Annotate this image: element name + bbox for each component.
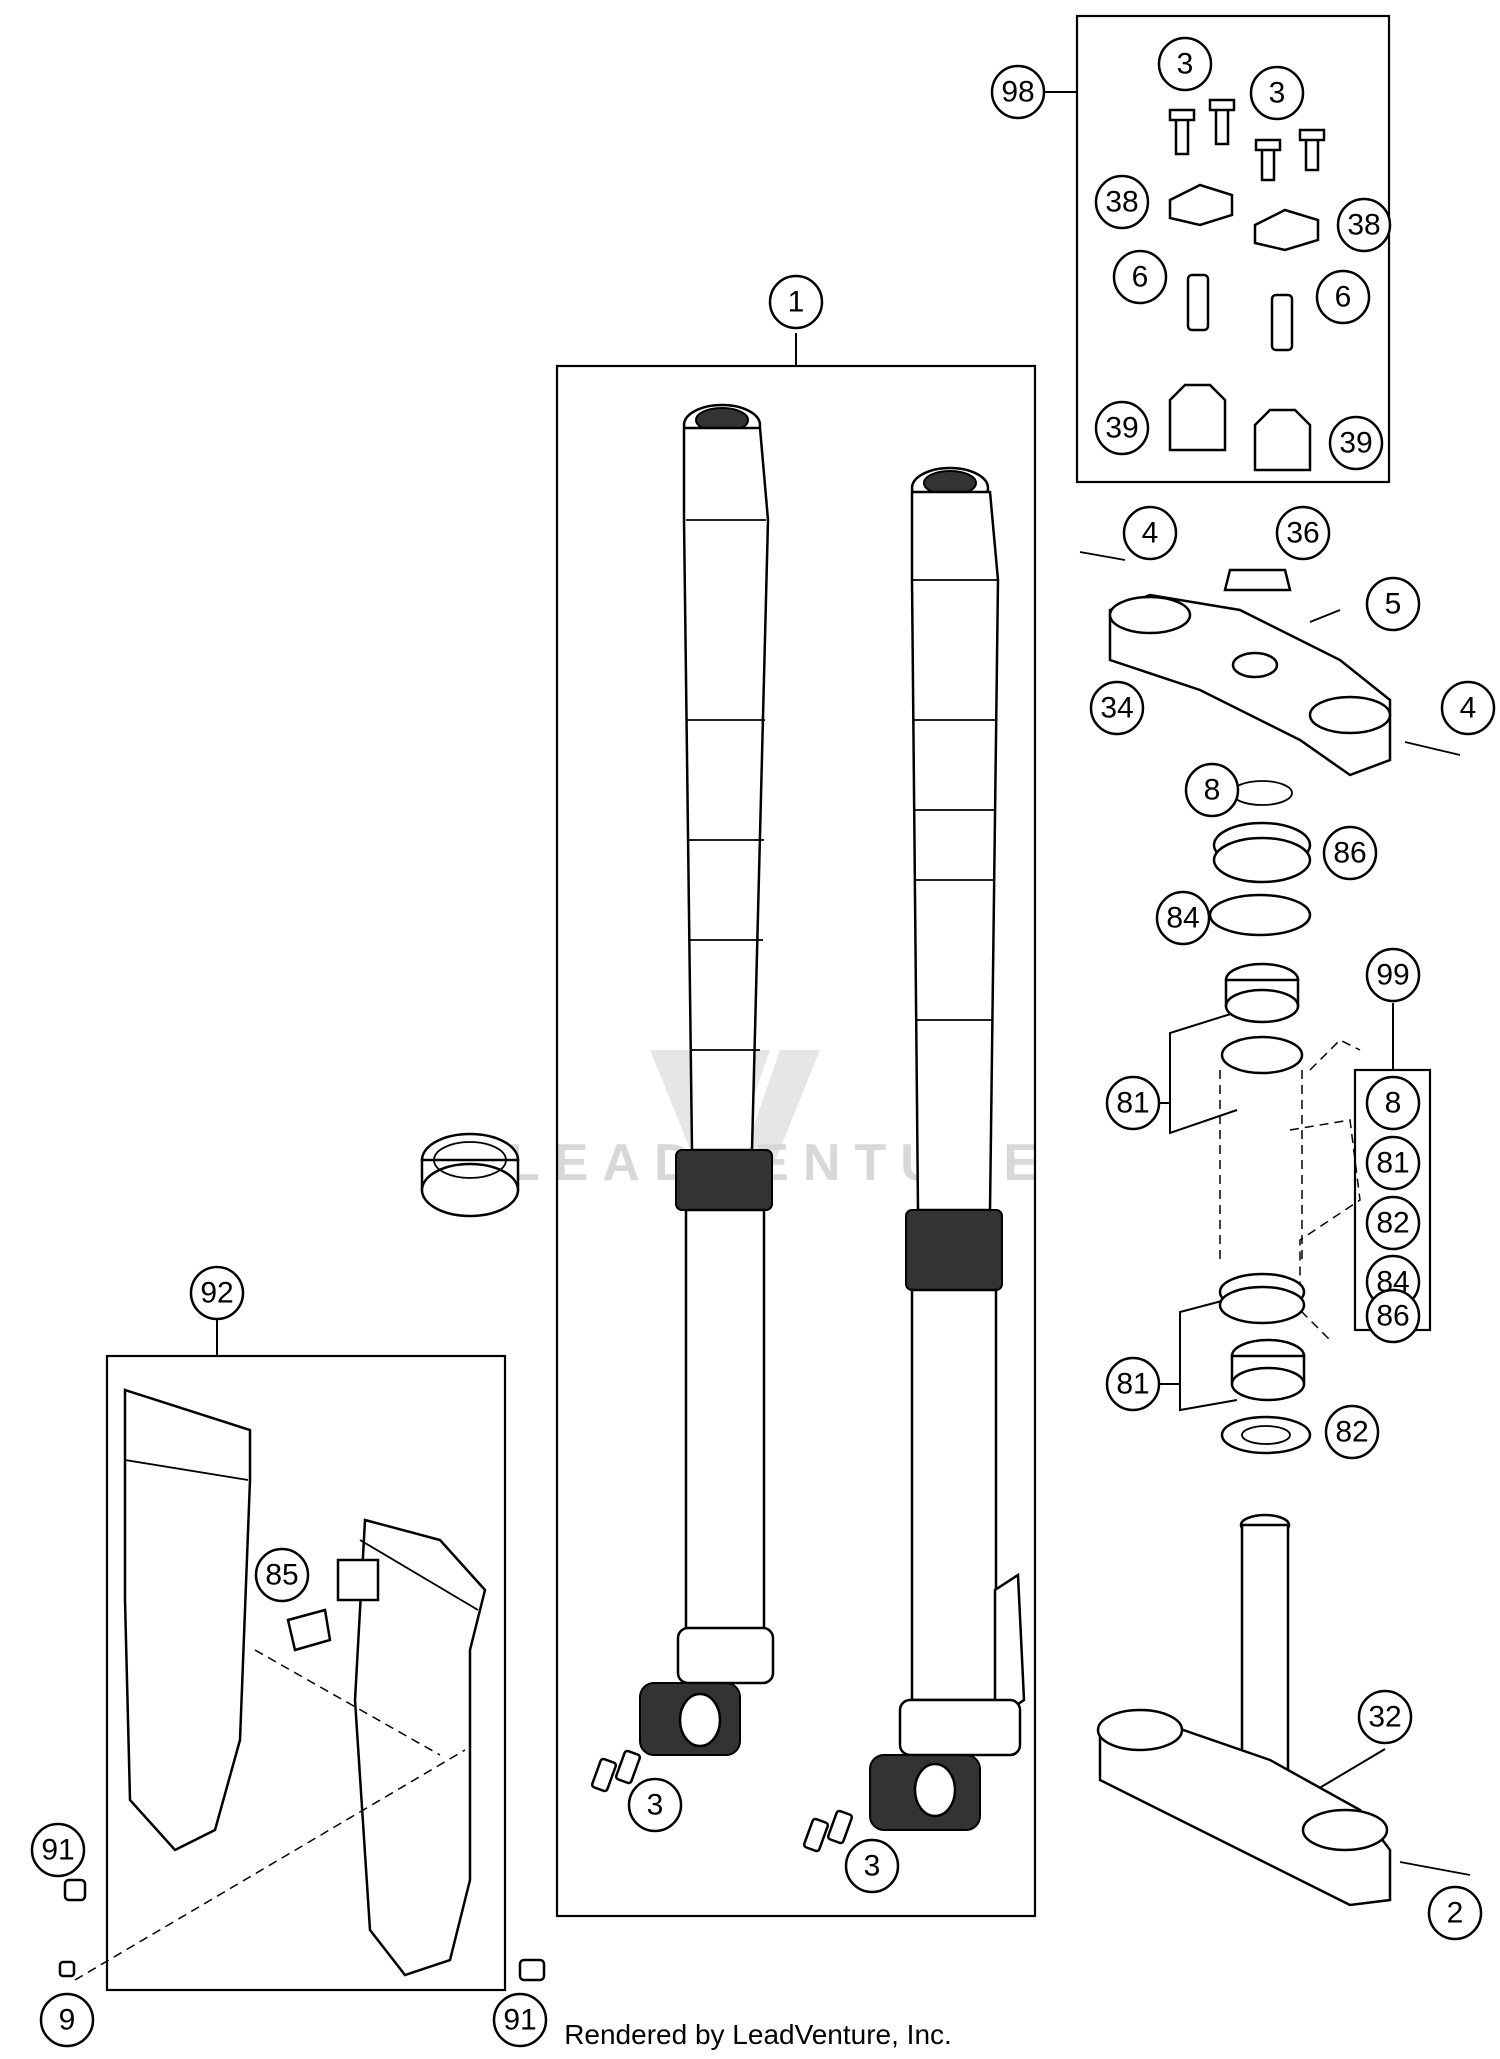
- svg-text:4: 4: [1460, 692, 1477, 725]
- callouts: 1 98 3 3 38 38 6 6 39 39 4 36 5 34 4 8 8…: [30, 36, 1496, 2048]
- svg-text:81: 81: [1376, 1147, 1409, 1180]
- kit-99-item-86[interactable]: 86: [1365, 1288, 1421, 1344]
- steering-bearing-stack: [1208, 780, 1361, 1455]
- callout-5[interactable]: 5: [1365, 576, 1421, 632]
- svg-text:92: 92: [200, 1277, 233, 1310]
- svg-text:1: 1: [788, 286, 805, 319]
- svg-text:34: 34: [1100, 692, 1133, 725]
- callout-1[interactable]: 1: [768, 274, 824, 330]
- footer-credit: Rendered by LeadVenture, Inc.: [564, 2019, 952, 2050]
- callout-39[interactable]: 39: [1328, 415, 1384, 471]
- kit-98-box: [1075, 14, 1391, 484]
- callout-81[interactable]: 81: [1105, 1075, 1161, 1131]
- callout-6[interactable]: 6: [1112, 249, 1168, 305]
- callout-3[interactable]: 3: [627, 1777, 683, 1833]
- svg-text:99: 99: [1376, 959, 1409, 992]
- callout-36[interactable]: 36: [1275, 505, 1331, 561]
- callout-99[interactable]: 99: [1365, 947, 1421, 1003]
- fork-clamp-bolts: [590, 1749, 854, 1853]
- svg-text:39: 39: [1339, 427, 1372, 460]
- callout-4[interactable]: 4: [1440, 680, 1496, 736]
- seal-ring-part: [420, 1132, 520, 1218]
- callout-84[interactable]: 84: [1155, 890, 1211, 946]
- svg-text:91: 91: [503, 2004, 536, 2037]
- svg-text:3: 3: [864, 1850, 881, 1883]
- svg-text:6: 6: [1132, 261, 1149, 294]
- kit-99-item-82[interactable]: 82: [1365, 1195, 1421, 1251]
- callout-91[interactable]: 91: [492, 1992, 548, 2048]
- svg-text:82: 82: [1376, 1207, 1409, 1240]
- callout-38[interactable]: 38: [1336, 197, 1392, 253]
- kit-99-item-8[interactable]: 8: [1365, 1075, 1421, 1131]
- svg-text:85: 85: [265, 1559, 298, 1592]
- callout-38[interactable]: 38: [1094, 174, 1150, 230]
- svg-text:8: 8: [1204, 774, 1221, 807]
- svg-text:39: 39: [1105, 412, 1138, 445]
- svg-text:91: 91: [41, 1834, 74, 1867]
- fork-guards: [58, 1388, 546, 1982]
- callout-91[interactable]: 91: [30, 1822, 86, 1878]
- lower-triple-clamp: [1096, 1513, 1471, 1907]
- svg-text:4: 4: [1142, 517, 1159, 550]
- callout-6[interactable]: 6: [1315, 269, 1371, 325]
- callout-4[interactable]: 4: [1122, 505, 1178, 561]
- callout-82[interactable]: 82: [1324, 1404, 1380, 1460]
- callout-39[interactable]: 39: [1094, 400, 1150, 456]
- callout-34[interactable]: 34: [1089, 680, 1145, 736]
- svg-text:82: 82: [1335, 1416, 1368, 1449]
- svg-text:3: 3: [647, 1789, 664, 1822]
- svg-text:8: 8: [1385, 1087, 1402, 1120]
- svg-text:38: 38: [1105, 186, 1138, 219]
- left-fork-leg: [639, 403, 775, 1756]
- svg-text:5: 5: [1385, 588, 1402, 621]
- svg-text:86: 86: [1333, 837, 1366, 870]
- svg-text:9: 9: [59, 2004, 76, 2037]
- svg-text:81: 81: [1116, 1087, 1149, 1120]
- callout-92[interactable]: 92: [189, 1265, 245, 1321]
- svg-text:86: 86: [1376, 1300, 1409, 1333]
- kit-98-parts: [1168, 98, 1326, 472]
- svg-text:2: 2: [1447, 1897, 1464, 1930]
- kit-99-item-81[interactable]: 81: [1365, 1135, 1421, 1191]
- callout-98[interactable]: 98: [990, 64, 1046, 120]
- callout-3[interactable]: 3: [1249, 65, 1305, 121]
- svg-text:81: 81: [1116, 1368, 1149, 1401]
- svg-text:84: 84: [1166, 902, 1199, 935]
- svg-text:98: 98: [1001, 76, 1034, 109]
- callout-86[interactable]: 86: [1322, 825, 1378, 881]
- callout-9[interactable]: 9: [39, 1992, 95, 2048]
- svg-text:36: 36: [1286, 517, 1319, 550]
- callout-2[interactable]: 2: [1427, 1885, 1483, 1941]
- callout-3[interactable]: 3: [844, 1838, 900, 1894]
- svg-text:38: 38: [1347, 209, 1380, 242]
- callout-81[interactable]: 81: [1105, 1356, 1161, 1412]
- right-fork-leg: [869, 466, 1026, 1831]
- upper-triple-clamp: [1079, 551, 1461, 777]
- callout-85[interactable]: 85: [254, 1547, 310, 1603]
- svg-text:3: 3: [1269, 77, 1286, 110]
- leader-lines: [216, 91, 1394, 1797]
- callout-3[interactable]: 3: [1157, 36, 1213, 92]
- callout-32[interactable]: 32: [1357, 1689, 1413, 1745]
- fork-guard-box: [105, 1354, 507, 1992]
- svg-text:6: 6: [1335, 281, 1352, 314]
- svg-text:32: 32: [1368, 1701, 1401, 1734]
- callout-8[interactable]: 8: [1184, 762, 1240, 818]
- svg-text:3: 3: [1177, 48, 1194, 81]
